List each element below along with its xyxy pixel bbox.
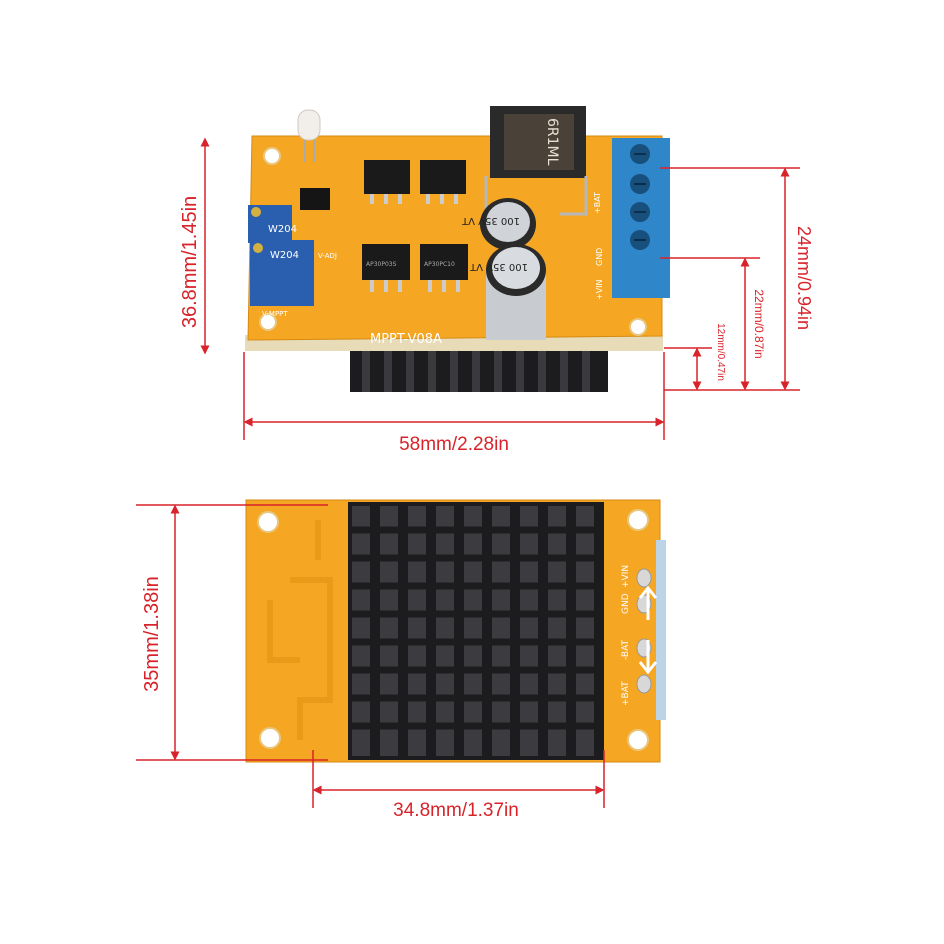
capacitor-2: 100 35V VT <box>469 244 546 340</box>
trimpot-1[interactable]: W204 <box>248 205 297 243</box>
led-indicator <box>297 109 321 162</box>
bottom-terminal-pos-bat-label: +BAT <box>621 681 631 706</box>
top-terminal-bat-label: +BAT <box>593 192 602 214</box>
mosfet-4: AP30PC10 <box>420 244 468 292</box>
bottom-arrow-in <box>638 585 658 620</box>
bottom-arrow-out <box>638 640 658 675</box>
capacitor-1: 100 35V VT <box>461 198 536 250</box>
bottom-dimensions <box>136 504 605 808</box>
mosfet-1 <box>364 160 410 204</box>
bottom-mounting-holes <box>257 509 649 751</box>
top-terminal-vin-label: +VIN <box>595 279 604 300</box>
capacitor-2-label: 100 35V VT <box>469 261 528 272</box>
bottom-board-edge <box>656 540 666 720</box>
bottom-width-label: 34.8mm/1.37in <box>393 800 519 821</box>
bottom-terminal-vin-label: +VIN <box>621 565 631 588</box>
inductor: 6R1ML <box>484 106 588 216</box>
terminal-height-label: 24mm/0.94in <box>794 226 814 330</box>
trimpot-2-label: W204 <box>270 250 299 261</box>
board-label: MPPT-V08A <box>370 332 442 347</box>
ic-chip <box>300 188 330 210</box>
mosfet-2 <box>420 160 466 204</box>
top-view: W204 W204 V-ADJ V-MPPT AP30P03S AP30PC <box>245 106 670 392</box>
bottom-traces <box>267 520 333 740</box>
mosfet-4-label: AP30PC10 <box>424 261 455 268</box>
top-width-label: 58mm/2.28in <box>399 434 509 455</box>
terminal-bottom-label: 22mm/0.87in <box>752 289 766 358</box>
bottom-terminal-neg-bat-label: -BAT <box>621 639 631 660</box>
top-terminal-gnd-label: GND <box>595 248 604 266</box>
v-mppt-label: V-MPPT <box>262 310 288 318</box>
capacitor-1-label: 100 35V VT <box>461 215 520 226</box>
inductor-label: 6R1ML <box>544 118 560 166</box>
bottom-terminal-gnd-label: GND <box>621 593 631 614</box>
top-dimensions <box>200 137 800 440</box>
trimpot-2[interactable]: W204 <box>250 240 314 306</box>
mosfet-3: AP30P03S <box>362 244 410 292</box>
heatsink-height-label: 12mm/0.47in <box>715 323 726 381</box>
mosfet-3-label: AP30P03S <box>366 261 397 268</box>
bottom-height-label: 35mm/1.38in <box>141 576 163 692</box>
trimpot-1-label: W204 <box>268 224 297 235</box>
bottom-heatsink <box>348 502 604 760</box>
mounting-holes <box>259 143 649 336</box>
top-height-label: 36.8mm/1.45in <box>179 196 201 328</box>
v-adj-label: V-ADJ <box>318 252 337 260</box>
terminal-block-top[interactable] <box>612 138 670 298</box>
bottom-view: +VIN GND -BAT +BAT <box>245 499 666 763</box>
